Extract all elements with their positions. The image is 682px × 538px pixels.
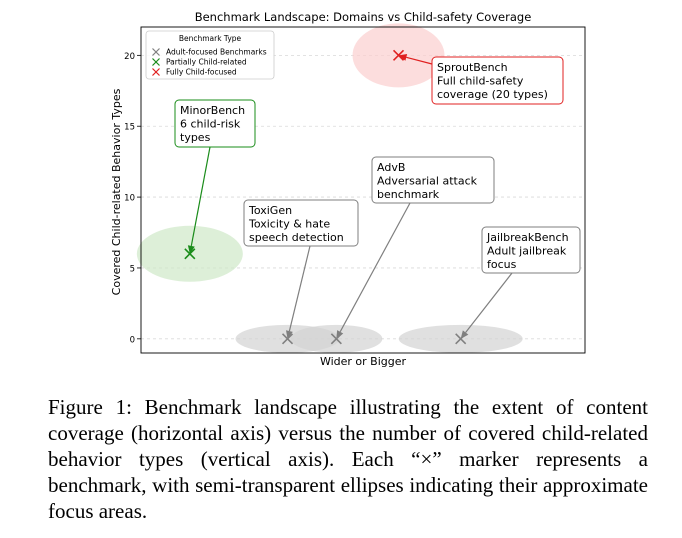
- annotation-text: coverage (20 types): [437, 88, 548, 101]
- arrow-sproutbench: [406, 56, 433, 65]
- axes: [140, 26, 586, 354]
- annotation-text: focus: [487, 258, 517, 271]
- plot-frame: [140, 26, 586, 354]
- y-ticks: 0 5 10 15 20: [124, 52, 141, 345]
- point-sproutbench: [392, 49, 405, 61]
- annotation-text: 6 child-risk: [180, 118, 241, 131]
- annotation-text: Full child-safety: [437, 75, 524, 88]
- point-jailbreakbench: [455, 333, 467, 345]
- arrow-minorbench: [190, 146, 211, 247]
- arrow-advb: [339, 202, 411, 333]
- arrowhead-minorbench: [187, 245, 195, 254]
- legend-entry: Adult-focused Benchmarks: [152, 48, 267, 57]
- y-tick-label: 0: [130, 335, 135, 345]
- annotation-text: benchmark: [377, 188, 440, 201]
- legend-entry: Partially Child-related: [152, 58, 247, 67]
- annotation-arrows: [187, 53, 513, 339]
- legend-label: Partially Child-related: [166, 58, 247, 67]
- legend-title: Benchmark Type: [179, 34, 242, 43]
- y-axis-label: Covered Child-related Behavior Types: [110, 88, 123, 295]
- arrowhead-toxigen: [286, 330, 293, 339]
- annotation-box: [481, 226, 581, 274]
- legend-box: [145, 30, 275, 80]
- annotation-box: [431, 56, 564, 105]
- chart-title: Benchmark Landscape: Domains vs Child-sa…: [195, 10, 532, 24]
- annotation-text: ToxiGen: [248, 204, 292, 217]
- legend-label: Fully Child-focused: [166, 68, 237, 77]
- annotation-box: [243, 199, 359, 247]
- figure-caption: Figure 1: Benchmark landscape illustrati…: [48, 395, 648, 523]
- annotation-text: AdvB: [377, 161, 405, 174]
- annotation-text: SproutBench: [437, 61, 508, 74]
- y-tick-label: 15: [124, 123, 135, 133]
- x-axis-label: Wider or Bigger: [320, 355, 407, 368]
- annotation-text: types: [180, 131, 211, 144]
- legend-entry: Fully Child-focused: [152, 68, 237, 77]
- arrow-toxigen: [288, 245, 311, 332]
- annotation-text: MinorBench: [180, 104, 245, 117]
- annotation-text: JailbreakBench: [486, 231, 569, 244]
- arrow-jailbreakbench: [465, 272, 513, 333]
- data-points: [184, 49, 467, 345]
- y-tick-label: 10: [124, 194, 135, 204]
- arrowhead-sproutbench: [398, 53, 408, 61]
- point-toxigen: [281, 333, 294, 345]
- annotation-text: Toxicity & hate: [248, 218, 330, 231]
- annotation-text: Adult jailbreak: [487, 245, 567, 258]
- point-advb: [330, 333, 342, 345]
- point-minorbench: [184, 248, 196, 260]
- y-tick-label: 5: [130, 264, 135, 274]
- annotation-text: speech detection: [249, 231, 344, 244]
- annotation-text: Adversarial attack: [377, 175, 478, 188]
- annotation-box: [371, 156, 495, 204]
- legend-label: Adult-focused Benchmarks: [166, 48, 267, 57]
- annotation-box: [174, 99, 256, 148]
- y-tick-label: 20: [124, 52, 135, 62]
